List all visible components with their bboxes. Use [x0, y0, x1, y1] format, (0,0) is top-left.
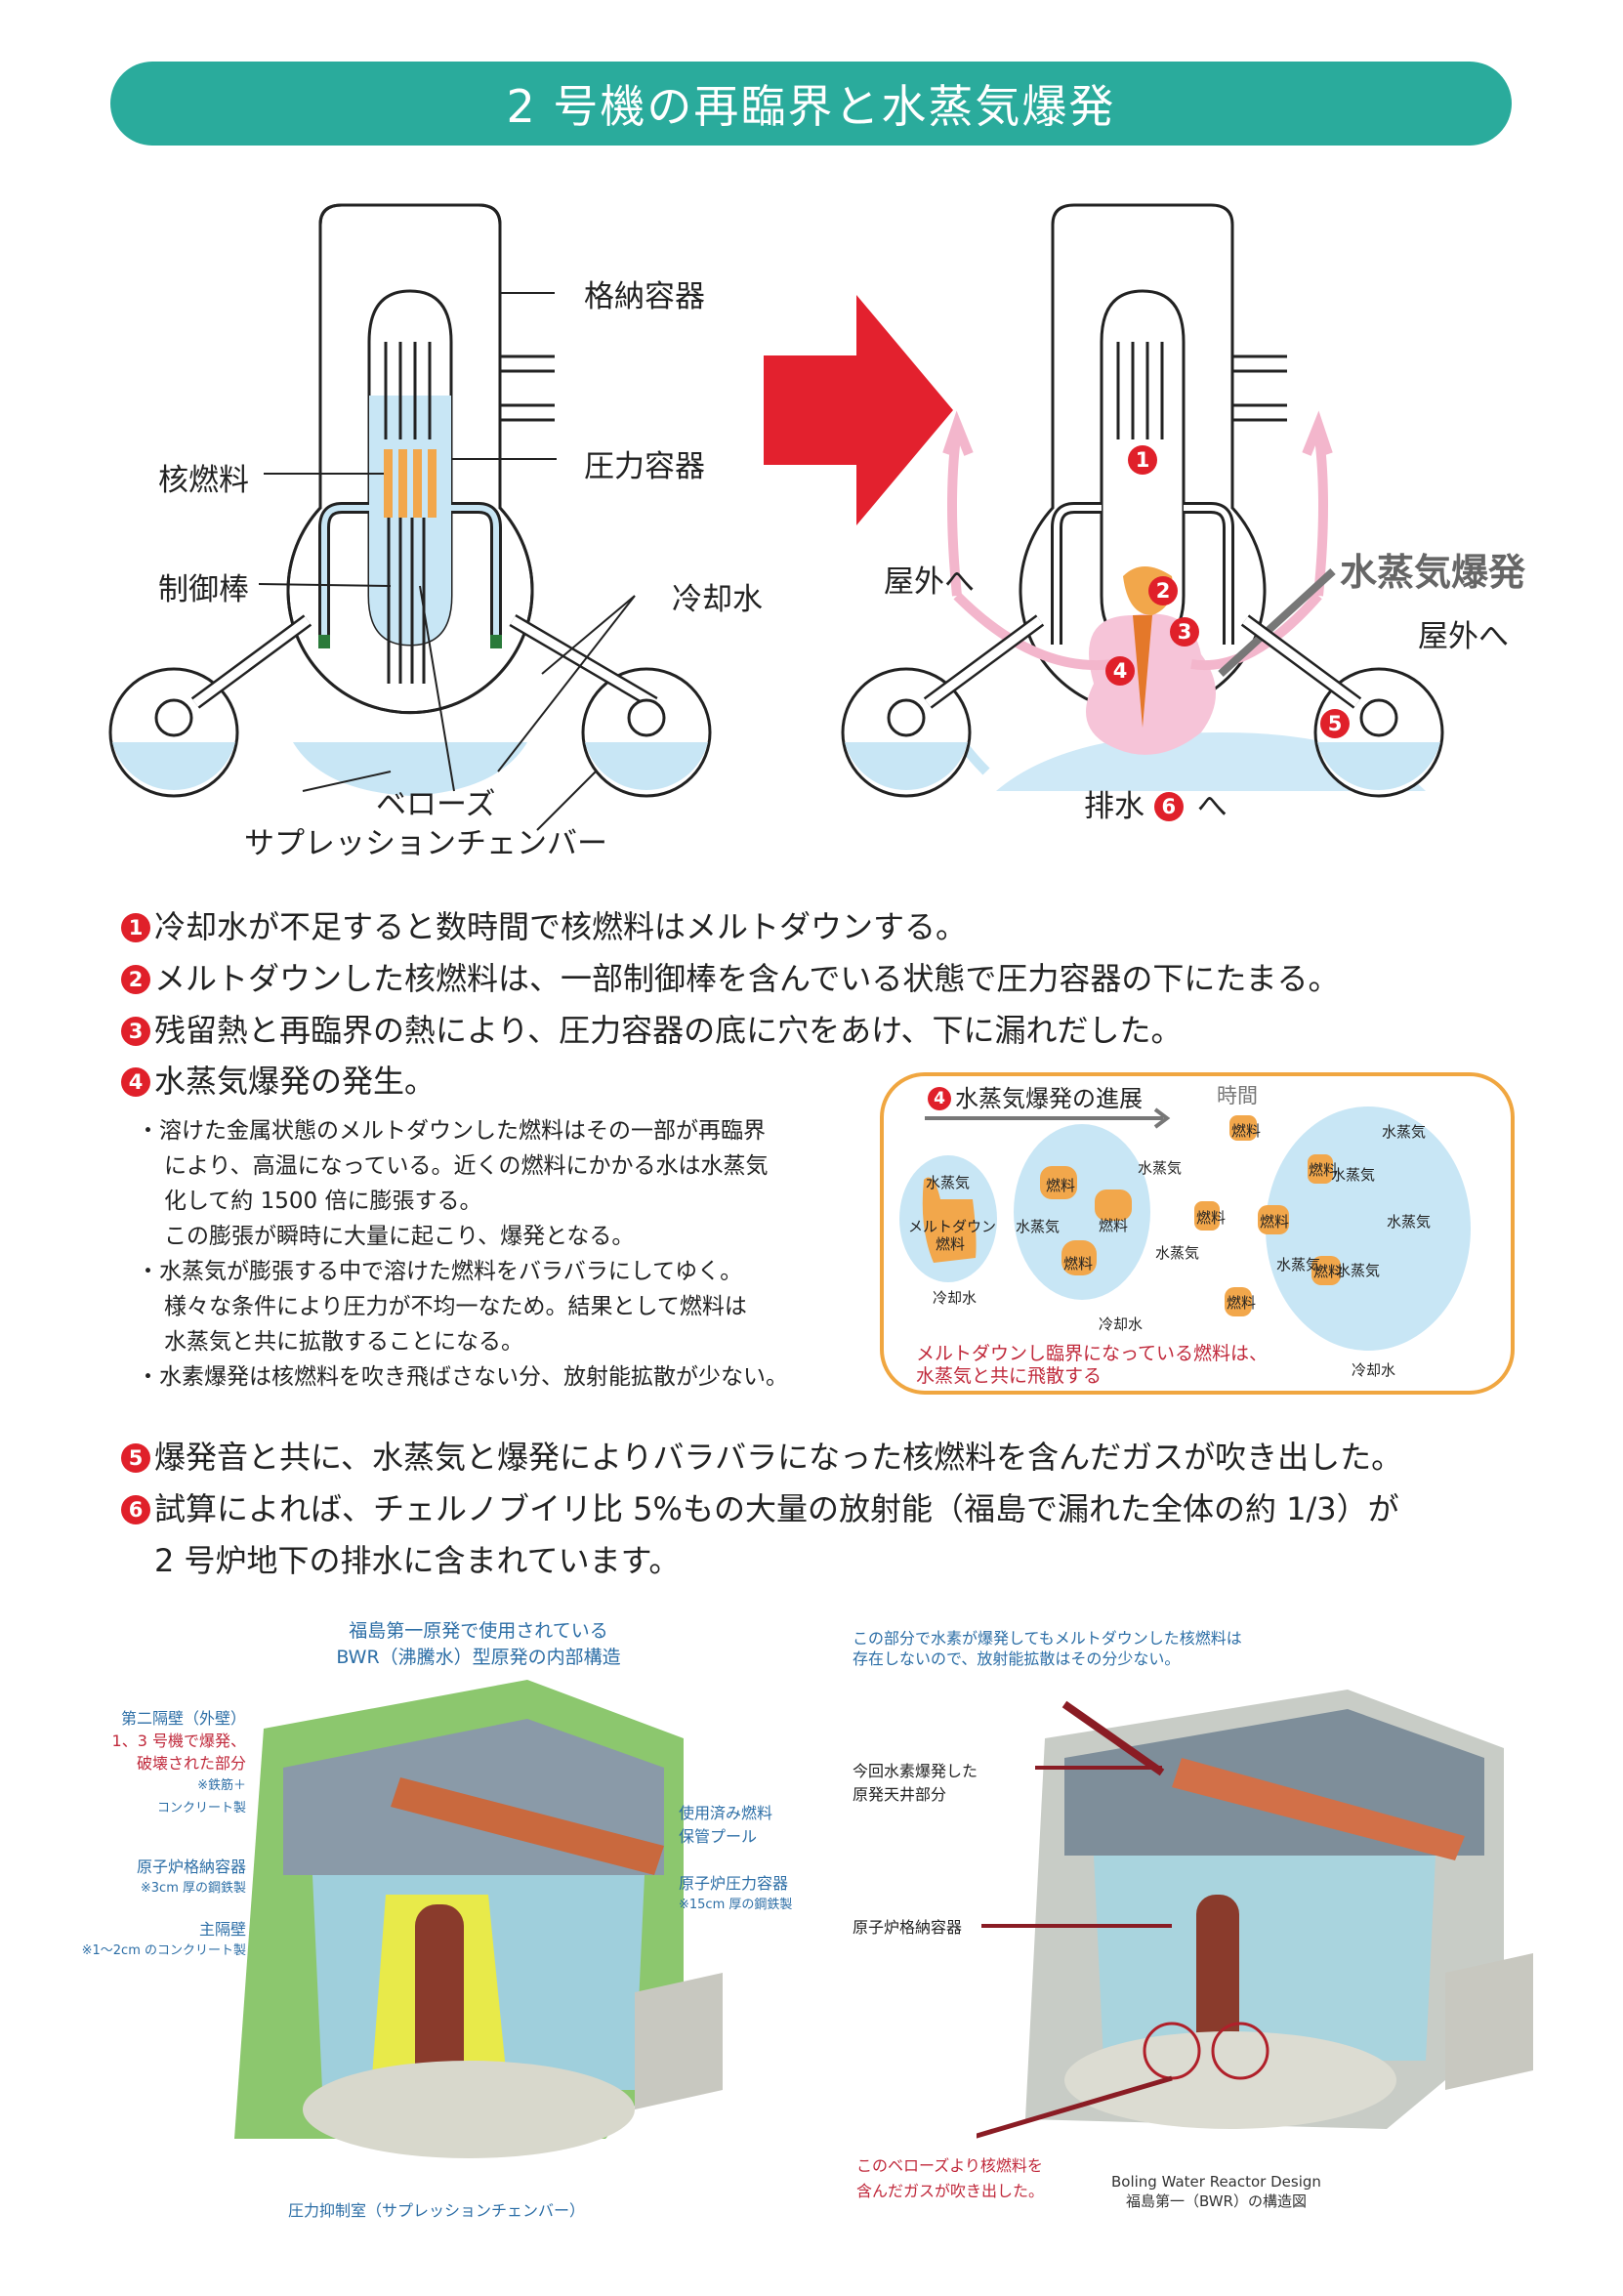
fuel-label: 燃料 [1313, 1263, 1344, 1280]
steam-label: 水蒸気 [1138, 1159, 1183, 1177]
fuel-label: 燃料 [1260, 1213, 1290, 1231]
marker-4: 4 [1105, 656, 1135, 686]
fuel-label: 燃料 [1231, 1122, 1262, 1140]
fuel-label: 燃料 [1099, 1217, 1129, 1234]
reactor-diagram-before [108, 203, 712, 831]
label-outside-right: 屋外へ [1418, 619, 1509, 654]
label-drain: 排水 [1084, 789, 1144, 824]
reactor-diagram-after [841, 203, 1444, 798]
water-label: 冷却水 [1099, 1315, 1144, 1333]
label-spent-fuel-pool: 使用済み燃料保管プール [679, 1804, 773, 1846]
steam-label: 水蒸気 [1382, 1123, 1427, 1141]
label-containment-vessel: 原子炉格納容器※3cm 厚の鋼鉄製 [136, 1858, 246, 1896]
label-fuel: 核燃料 [158, 463, 249, 498]
label-steam-explosion: 水蒸気爆発 [1340, 551, 1526, 594]
marker-6: 6 [1153, 792, 1184, 821]
label-control-rod: 制御棒 [158, 572, 249, 607]
marker-2: 2 [1148, 576, 1178, 605]
label-bellows: ベローズ [376, 787, 496, 822]
steam-label: 水蒸気 [1155, 1244, 1200, 1262]
label-ceiling: 今回水素爆発した原発天井部分 [853, 1762, 978, 1804]
label-reactor-pressure-vessel: 原子炉圧力容器※15cm 厚の鋼鉄製 [679, 1874, 793, 1912]
steam-label: 水蒸気 [1387, 1213, 1432, 1231]
water-label: 冷却水 [1352, 1361, 1396, 1379]
arrow-right-icon [764, 295, 953, 525]
progress-note: メルトダウンし臨界になっている燃料は、水蒸気と共に飛散する [916, 1343, 1269, 1387]
steam-explosion-progress-box [880, 1072, 1515, 1395]
hydrogen-note: この部分で水素が爆発してもメルトダウンした核燃料は存在しないので、放射能拡散はそ… [853, 1629, 1242, 1668]
steam-label: 水蒸気 [1276, 1256, 1321, 1273]
label-main-wall: 主隔壁※1～2cm のコンクリート製 [81, 1920, 246, 1958]
label-cooling-water: 冷却水 [672, 582, 763, 617]
page-title: 2 号機の再臨界と水蒸気爆発 [110, 62, 1512, 146]
label-suppression-room: 圧力抑制室（サプレッションチェンバー） [288, 2201, 586, 2220]
fuel-label: 燃料 [1046, 1177, 1076, 1194]
label-outer-wall: 第二隔壁（外壁） 1、3 号機で爆発、 破壊された部分 ※鉄筋＋ コンクリート製 [111, 1709, 246, 1816]
steam-label: 水蒸気 [926, 1174, 971, 1191]
steam-label: 水蒸気 [1016, 1218, 1061, 1235]
explanation-bullets: ・溶けた金属状態のメルトダウンした燃料はその一部が再臨界 により、高温になってい… [137, 1118, 788, 1390]
marker-1: 1 [1128, 445, 1157, 475]
label-bellows-gas: このベローズより核燃料を含んだガスが吹き出した。 [856, 2156, 1045, 2200]
marker-5: 5 [1320, 709, 1350, 738]
label-suppression-chamber: サプレッションチェンバー [244, 826, 607, 861]
step-6-continued: 2 号炉地下の排水に含まれています。 [154, 1542, 681, 1579]
steam-label: 水蒸気 [1336, 1262, 1381, 1279]
fuel-label: 燃料 [1227, 1294, 1257, 1312]
label-drain-to: へ [1196, 789, 1228, 824]
label-containment: 格納容器 [584, 279, 705, 314]
fuel-label: 燃料 [1309, 1161, 1339, 1179]
progress-illustration [899, 1106, 1471, 1351]
meltdown-fuel-label-1: メルトダウン [908, 1218, 997, 1235]
label-outside-left: 屋外へ [884, 564, 975, 600]
steam-label: 水蒸気 [1331, 1166, 1376, 1184]
bwr-cutaway-illustration-gray [977, 1690, 1533, 2139]
fuel-label: 燃料 [1196, 1209, 1227, 1227]
water-label: 冷却水 [933, 1289, 978, 1307]
time-label: 時間 [1217, 1084, 1258, 1107]
fuel-label: 燃料 [1063, 1255, 1094, 1273]
label-containment-vessel-right: 原子炉格納容器 [853, 1918, 963, 1937]
marker-3: 3 [1170, 617, 1199, 647]
label-pressure-vessel: 圧力容器 [584, 449, 705, 484]
bwr-cutaway-illustration-green [234, 1680, 723, 2158]
meltdown-fuel-label-2: 燃料 [936, 1235, 966, 1253]
